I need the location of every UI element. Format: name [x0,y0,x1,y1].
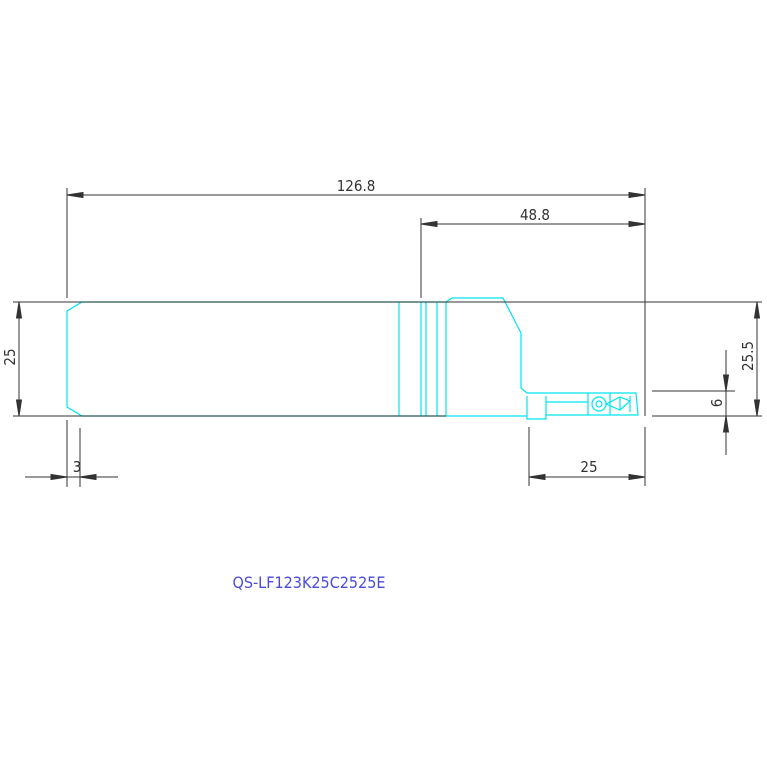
arrow [15,301,23,319]
arrow [528,473,546,481]
arrow [15,399,23,417]
arrow [628,191,646,199]
insert-screw [591,396,607,412]
dim-text-chamfer: 3 [73,458,82,476]
part-number-label: QS-LF123K25C2525E [233,573,386,592]
arrow [79,473,97,481]
tool-holder-outline [66,297,639,420]
head-profile [445,297,639,420]
dim-text-head-length: 48.8 [520,206,550,224]
arrow [722,415,730,433]
dim-text-insert-width: 6 [708,399,726,408]
arrow [753,301,761,319]
dimensions [13,188,762,487]
arrow [628,220,646,228]
dim-text-height-to-tip: 25.5 [739,341,757,371]
arrow [50,473,68,481]
arrow [722,374,730,392]
dim-text-overall-length: 126.8 [337,177,376,195]
arrow [628,473,646,481]
dim-text-head-offset: 25 [580,458,597,476]
arrow [753,399,761,417]
insert [591,396,632,412]
arrow [66,191,84,199]
dim-text-shank-height: 25 [1,348,19,365]
shank-outline [66,301,446,417]
arrow [420,220,438,228]
